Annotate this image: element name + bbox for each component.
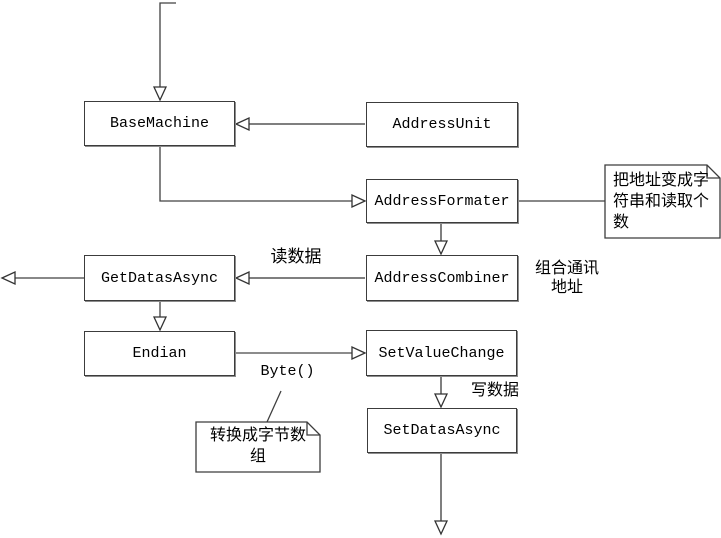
note-fold-address-format [706,165,720,179]
node-endian[interactable]: Endian [84,331,235,376]
edge-label-combine-address: 组合通讯 地址 [534,260,599,296]
node-getdatasasync[interactable]: GetDatasAsync [84,255,235,301]
node-getdatasasync-label: GetDatasAsync [100,269,219,287]
node-setvaluechange-label: SetValueChange [378,344,505,362]
arrowhead-left-getdatasasync [234,270,250,286]
note-callout-line [266,390,282,423]
node-setdatasasync-label: SetDatasAsync [383,422,501,439]
note-shape-address-format[interactable] [604,164,721,239]
node-addresscombiner-label: AddressCombiner [374,269,510,287]
arrowhead-down-addresscombiner [433,240,449,256]
edge-basemachine-to-addressformater [159,146,352,202]
edge-label-byte-call: Byte() [260,363,315,380]
note-address-format-text: 把地址变成字符串和读取个数 [613,172,710,231]
node-endian-label: Endian [132,345,187,362]
arrowhead-left-basemachine [234,116,250,132]
node-basemachine[interactable]: BaseMachine [84,101,235,146]
edge-top-to-basemachine [159,2,176,87]
note-fold-byte-array [306,422,320,436]
edge-label-write-data: 写数据 [471,382,520,399]
node-addressformater[interactable]: AddressFormater [366,179,518,223]
arrowhead-down-setdatasasync [433,393,449,409]
arrowhead-down-bottom [433,520,449,536]
arrowhead-left-edge [0,270,16,286]
arrowhead-right-addressformater [351,193,367,209]
node-addressformater-label: AddressFormater [374,192,510,210]
edge-label-read-data: 读数据 [270,247,322,266]
node-setdatasasync[interactable]: SetDatasAsync [367,408,517,453]
node-basemachine-label: BaseMachine [109,115,210,132]
node-setvaluechange[interactable]: SetValueChange [366,330,517,376]
arrowhead-down-basemachine [152,86,168,102]
arrowhead-down-endian [152,316,168,332]
node-addresscombiner[interactable]: AddressCombiner [366,255,518,301]
node-addressunit-label: AddressUnit [392,116,492,133]
note-byte-array-text: 转换成字节数组 [209,427,306,465]
note-shape-byte-array[interactable] [195,421,321,473]
arrowhead-right-setvaluechange [351,345,367,361]
node-addressunit[interactable]: AddressUnit [366,102,518,147]
